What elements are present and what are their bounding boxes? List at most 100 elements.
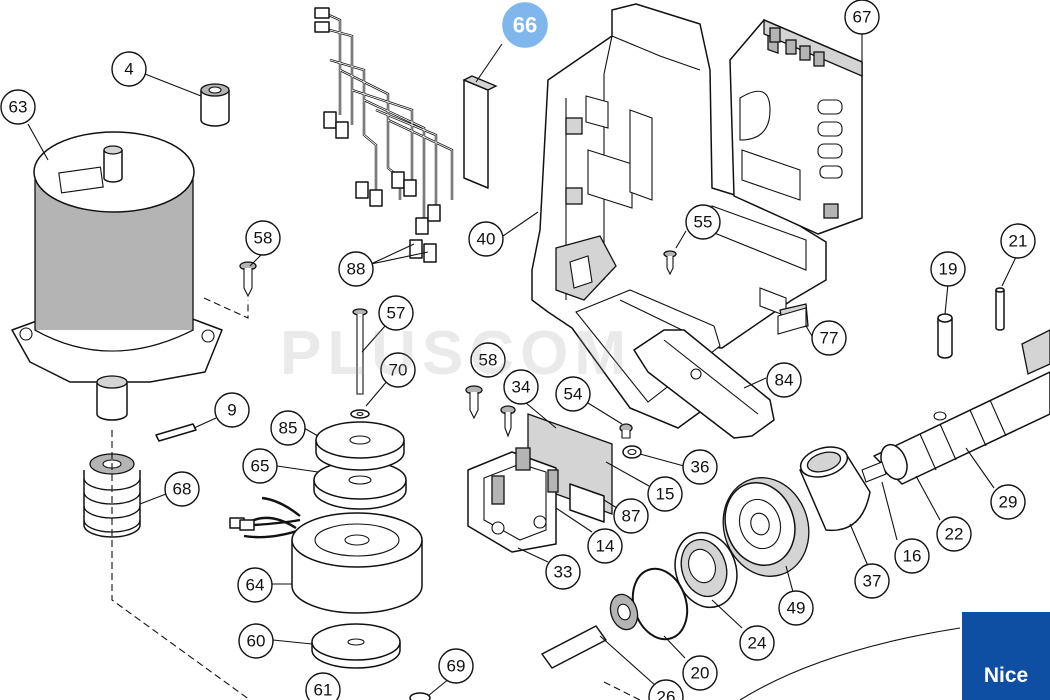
seal-part bbox=[609, 593, 639, 631]
svg-text:58: 58 bbox=[254, 229, 273, 248]
callout-21: 21 bbox=[1000, 223, 1036, 259]
callout-33: 33 bbox=[545, 554, 581, 590]
spacer-part bbox=[200, 83, 230, 127]
wiring-harness bbox=[314, 7, 498, 263]
svg-text:65: 65 bbox=[251, 457, 270, 476]
callout-37: 37 bbox=[854, 563, 890, 599]
callout-24: 24 bbox=[739, 625, 775, 661]
callout-69: 69 bbox=[438, 648, 474, 684]
bearing-part bbox=[674, 531, 738, 609]
svg-text:66: 66 bbox=[513, 13, 537, 38]
svg-text:55: 55 bbox=[694, 213, 713, 232]
callout-58-top: 58 bbox=[245, 220, 281, 256]
svg-text:14: 14 bbox=[596, 537, 615, 556]
disc-part bbox=[311, 623, 401, 669]
callout-58-mid: 58 bbox=[470, 342, 506, 378]
svg-text:84: 84 bbox=[775, 371, 794, 390]
svg-text:88: 88 bbox=[347, 260, 366, 279]
callout-55: 55 bbox=[685, 204, 721, 240]
small-screw-part bbox=[663, 250, 677, 276]
callout-70: 70 bbox=[380, 352, 416, 388]
callout-36: 36 bbox=[682, 449, 718, 485]
callout-54: 54 bbox=[555, 376, 591, 412]
svg-text:87: 87 bbox=[622, 507, 641, 526]
callout-60: 60 bbox=[238, 623, 274, 659]
brand-label: Nice bbox=[983, 664, 1029, 687]
pin-19-part bbox=[937, 313, 953, 359]
svg-text:22: 22 bbox=[945, 525, 964, 544]
callout-14: 14 bbox=[587, 528, 623, 564]
svg-text:34: 34 bbox=[512, 378, 531, 397]
pin-21-part bbox=[995, 287, 1005, 331]
svg-text:69: 69 bbox=[447, 657, 466, 676]
svg-text:29: 29 bbox=[999, 493, 1018, 512]
bushing-part bbox=[619, 423, 642, 459]
svg-text:24: 24 bbox=[748, 634, 767, 653]
callout-66: 66 bbox=[499, 0, 551, 51]
callout-9: 9 bbox=[214, 392, 250, 428]
callout-19: 19 bbox=[930, 251, 966, 287]
cover-plate-part bbox=[633, 329, 775, 439]
svg-text:64: 64 bbox=[246, 576, 265, 595]
brake-disc-stack bbox=[313, 421, 407, 510]
callout-22: 22 bbox=[936, 516, 972, 552]
svg-text:58: 58 bbox=[479, 351, 498, 370]
callout-68: 68 bbox=[164, 471, 200, 507]
callout-84: 84 bbox=[766, 362, 802, 398]
svg-text:67: 67 bbox=[853, 8, 872, 27]
callout-4: 4 bbox=[111, 51, 147, 87]
svg-text:70: 70 bbox=[389, 361, 408, 380]
callout-40: 40 bbox=[468, 221, 504, 257]
callout-85: 85 bbox=[270, 410, 306, 446]
callout-29: 29 bbox=[990, 484, 1026, 520]
brand-logo: Nice bbox=[962, 612, 1050, 700]
svg-text:33: 33 bbox=[554, 563, 573, 582]
callout-63: 63 bbox=[0, 89, 36, 125]
svg-text:20: 20 bbox=[691, 664, 710, 683]
svg-text:68: 68 bbox=[173, 480, 192, 499]
svg-text:49: 49 bbox=[787, 599, 806, 618]
callout-77: 77 bbox=[811, 320, 847, 356]
svg-text:37: 37 bbox=[863, 572, 882, 591]
collar-part bbox=[799, 446, 871, 532]
svg-text:26: 26 bbox=[657, 688, 676, 700]
callout-87: 87 bbox=[613, 498, 649, 534]
coil-part bbox=[229, 496, 423, 614]
svg-text:19: 19 bbox=[939, 260, 958, 279]
callout-26: 26 bbox=[648, 679, 684, 700]
shaft-pin-part bbox=[541, 625, 607, 669]
svg-text:63: 63 bbox=[9, 98, 28, 117]
svg-text:15: 15 bbox=[656, 485, 675, 504]
svg-text:85: 85 bbox=[279, 419, 298, 438]
svg-text:77: 77 bbox=[820, 329, 839, 348]
callout-64: 64 bbox=[237, 567, 273, 603]
callout-15: 15 bbox=[647, 476, 683, 512]
leader-lines bbox=[27, 34, 1018, 697]
svg-text:57: 57 bbox=[387, 304, 406, 323]
svg-text:40: 40 bbox=[477, 230, 496, 249]
svg-text:21: 21 bbox=[1009, 232, 1028, 251]
pin-part bbox=[155, 423, 197, 442]
bottom-parts bbox=[409, 627, 961, 700]
callout-16: 16 bbox=[894, 538, 930, 574]
svg-text:16: 16 bbox=[903, 547, 922, 566]
svg-text:60: 60 bbox=[247, 632, 266, 651]
gear-part bbox=[722, 477, 810, 577]
svg-text:4: 4 bbox=[124, 60, 133, 79]
shaft-part bbox=[861, 329, 1050, 485]
svg-text:36: 36 bbox=[691, 458, 710, 477]
svg-text:61: 61 bbox=[314, 681, 333, 700]
callout-34: 34 bbox=[503, 369, 539, 405]
motor-part bbox=[11, 131, 223, 421]
screw-part bbox=[239, 261, 516, 438]
assembly-lines bbox=[111, 297, 641, 700]
callout-20: 20 bbox=[682, 655, 718, 691]
callout-65: 65 bbox=[242, 448, 278, 484]
control-board-part bbox=[729, 19, 863, 235]
callout-61: 61 bbox=[305, 672, 341, 700]
callout-88: 88 bbox=[338, 251, 374, 287]
limit-switch-part bbox=[467, 413, 613, 553]
bolt-part bbox=[350, 308, 370, 419]
